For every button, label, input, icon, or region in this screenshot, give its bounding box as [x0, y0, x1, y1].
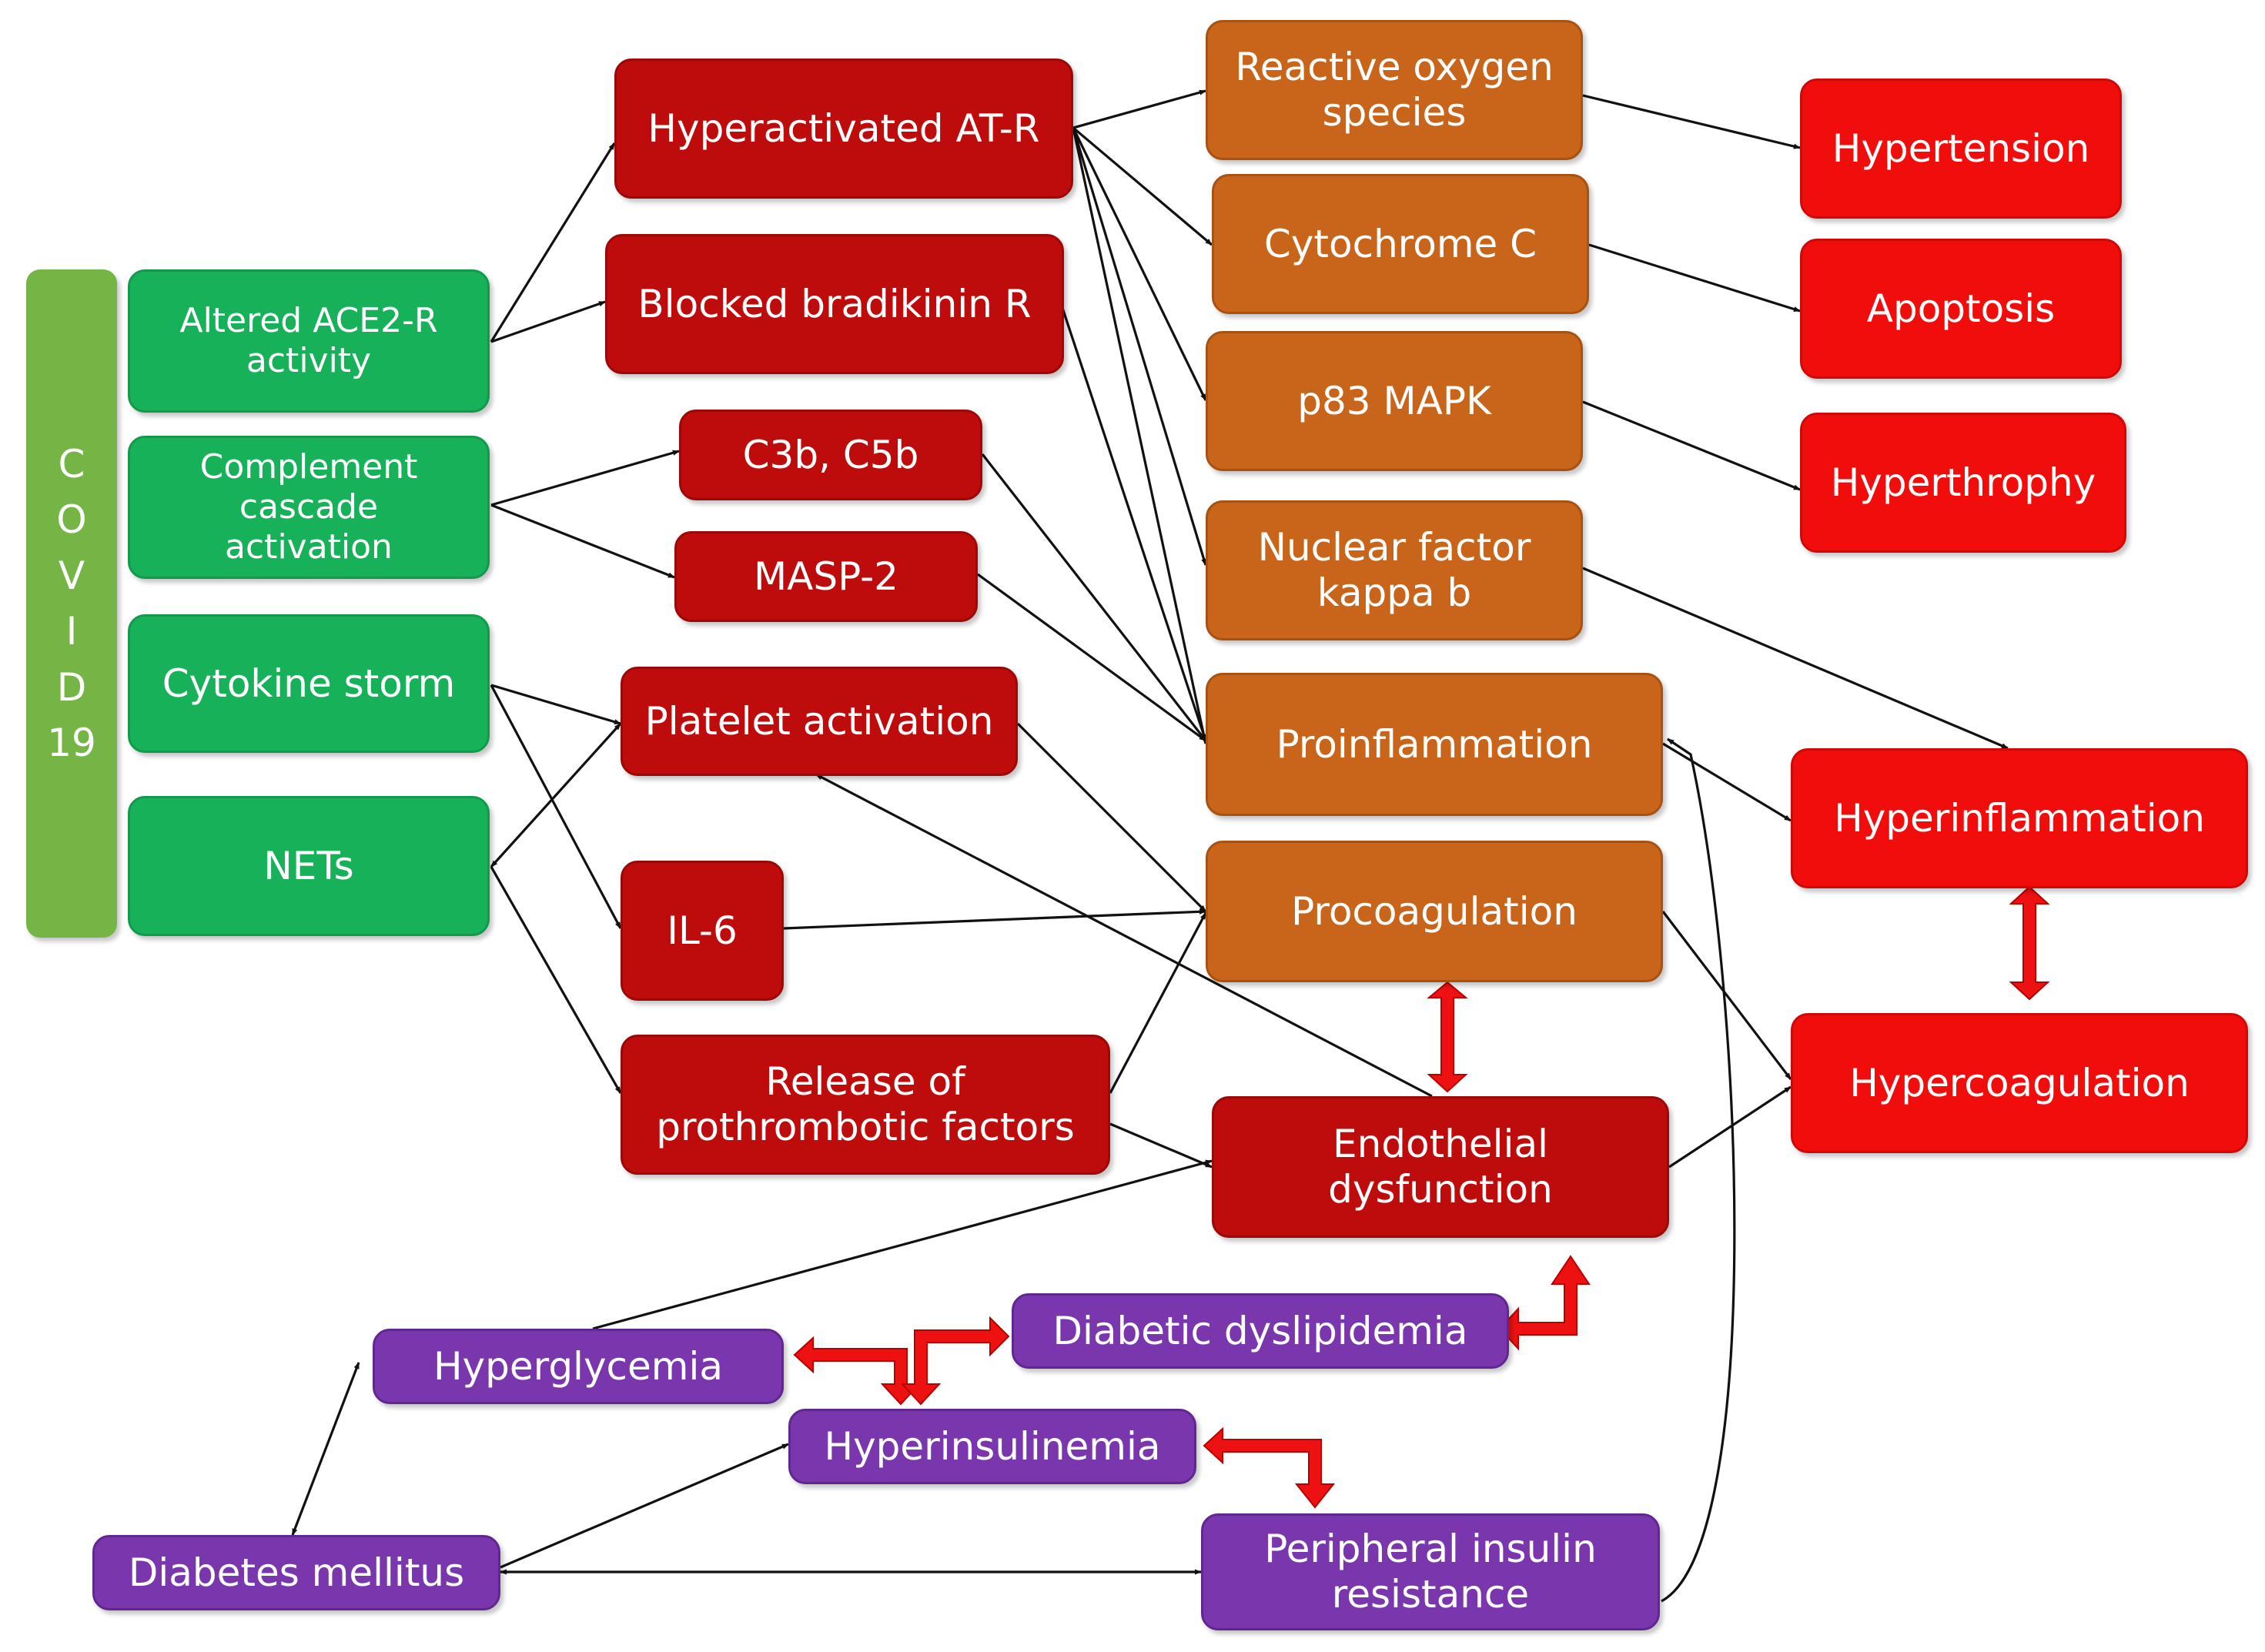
arrow-il6-to-procoagulation — [783, 908, 1206, 930]
arrow-cytokine-to-platelet — [490, 684, 621, 725]
reactive-oxygen-node: Reactive oxygen species — [1206, 20, 1583, 160]
arrow-prothrombotic-to-procoagulation — [1109, 912, 1207, 1094]
arrow-diabetes-to-hyperinsulinemia — [500, 1443, 789, 1569]
red-arrow-dyslipidemia-endothelial — [1498, 1255, 1591, 1351]
arrow-nfkb-to-hyperinflammation — [1582, 567, 2009, 750]
arrow-masp2-to-proinflammation — [977, 573, 1206, 742]
hypercoagulation-node: Hypercoagulation — [1791, 1013, 2248, 1153]
arrow-nets-to-prothrombotic — [490, 866, 622, 1094]
hyperthrophy-node: Hyperthrophy — [1800, 413, 2126, 553]
diabetic-dyslipidemia-node: Diabetic dyslipidemia — [1012, 1293, 1509, 1369]
cytochrome-c-node: Cytochrome C — [1212, 174, 1589, 314]
arrow-proinflammation-to-hyperinflammation — [1662, 742, 1792, 822]
procoagulation-node: Procoagulation — [1206, 841, 1663, 982]
c3b-c5b-node: C3b, C5b — [679, 410, 982, 500]
arrow-diabetes-hyperglycemia — [291, 1362, 360, 1536]
platelet-activation-node: Platelet activation — [621, 667, 1018, 776]
arrow-procoagulation-to-hypercoagulation — [1661, 911, 1792, 1080]
arrow-prothrombotic-to-endothelial — [1109, 1122, 1213, 1169]
peripheral-insulin-resistance-node: Peripheral insulin resistance — [1201, 1513, 1660, 1630]
altered-ace2-node: Altered ACE2-R activity — [128, 269, 490, 413]
nuclear-factor-node: Nuclear factor kappa b — [1206, 500, 1583, 640]
masp2-node: MASP-2 — [674, 531, 978, 622]
arrow-endothelial-to-platelet — [815, 773, 1433, 1098]
apoptosis-node: Apoptosis — [1800, 239, 2122, 379]
p83-mapk-node: p83 MAPK — [1206, 331, 1583, 471]
arrow-atr-to-mapk — [1072, 127, 1207, 401]
diabetes-mellitus-node: Diabetes mellitus — [92, 1535, 500, 1610]
arrow-insulin-resistance-to-proinflammation — [1661, 737, 1736, 1603]
hyperactivated-atr-node: Hyperactivated AT-R — [614, 59, 1073, 199]
arrow-cytokine-to-il6 — [490, 684, 622, 929]
prothrombotic-factors-node: Release of prothrombotic factors — [621, 1035, 1110, 1175]
hyperinsulinemia-node: Hyperinsulinemia — [788, 1409, 1196, 1484]
arrow-cytochrome-to-apoptosis — [1588, 243, 1801, 313]
arrow-hyperglycemia-to-endothelial — [592, 1159, 1213, 1330]
arrow-platelet-to-procoagulation — [1016, 722, 1207, 913]
red-arrow-hyperinsulinemia-dyslipidemia — [900, 1316, 1010, 1406]
arrow-atr-to-proinflammation — [1072, 127, 1207, 744]
red-arrow-hyperinflam-hypercoag — [2009, 885, 2050, 1001]
arrow-ros-to-hypertension — [1582, 94, 1801, 149]
endothelial-dysfunction-node: Endothelial dysfunction — [1212, 1096, 1669, 1238]
arrow-atr-to-cytochrome — [1072, 126, 1213, 246]
red-arrow-procoag-endothelial — [1427, 981, 1468, 1093]
arrow-nets-platelet — [490, 722, 622, 868]
complement-cascade-node: Complement cascade activation — [128, 436, 490, 579]
hyperinflammation-node: Hyperinflammation — [1791, 748, 2248, 888]
covid19-bar: C O V I D 19 — [26, 269, 117, 938]
arrow-endothelial-to-hypercoagulation — [1668, 1085, 1792, 1169]
covid19-label: C O V I D 19 — [47, 441, 96, 766]
nets-node: NETs — [128, 796, 490, 936]
arrow-mapk-to-hyperthrophy — [1582, 400, 1801, 491]
hyperglycemia-node: Hyperglycemia — [373, 1329, 784, 1404]
red-arrow-hyperglycemia-hyperinsulinemia — [793, 1336, 922, 1406]
blocked-bradikinin-node: Blocked bradikinin R — [605, 234, 1064, 374]
arrow-complement-to-masp2 — [490, 503, 675, 579]
arrow-c3b-to-proinflammation — [981, 453, 1207, 741]
arrow-ace2-to-bradikinin — [490, 300, 606, 343]
arrow-complement-to-c3b — [490, 450, 680, 507]
arrow-atr-to-nfkb — [1072, 127, 1207, 566]
il6-node: IL-6 — [621, 861, 784, 1001]
arrow-atr-to-ros — [1072, 89, 1206, 129]
arrow-ace2-to-atr — [490, 142, 616, 343]
red-arrow-hyperinsulinemia-insulin-resistance — [1203, 1426, 1336, 1509]
arrow-bradikinin-to-proinflammation — [1061, 307, 1207, 741]
hypertension-node: Hypertension — [1800, 79, 2122, 219]
cytokine-storm-node: Cytokine storm — [128, 614, 490, 753]
proinflammation-node: Proinflammation — [1206, 673, 1663, 816]
